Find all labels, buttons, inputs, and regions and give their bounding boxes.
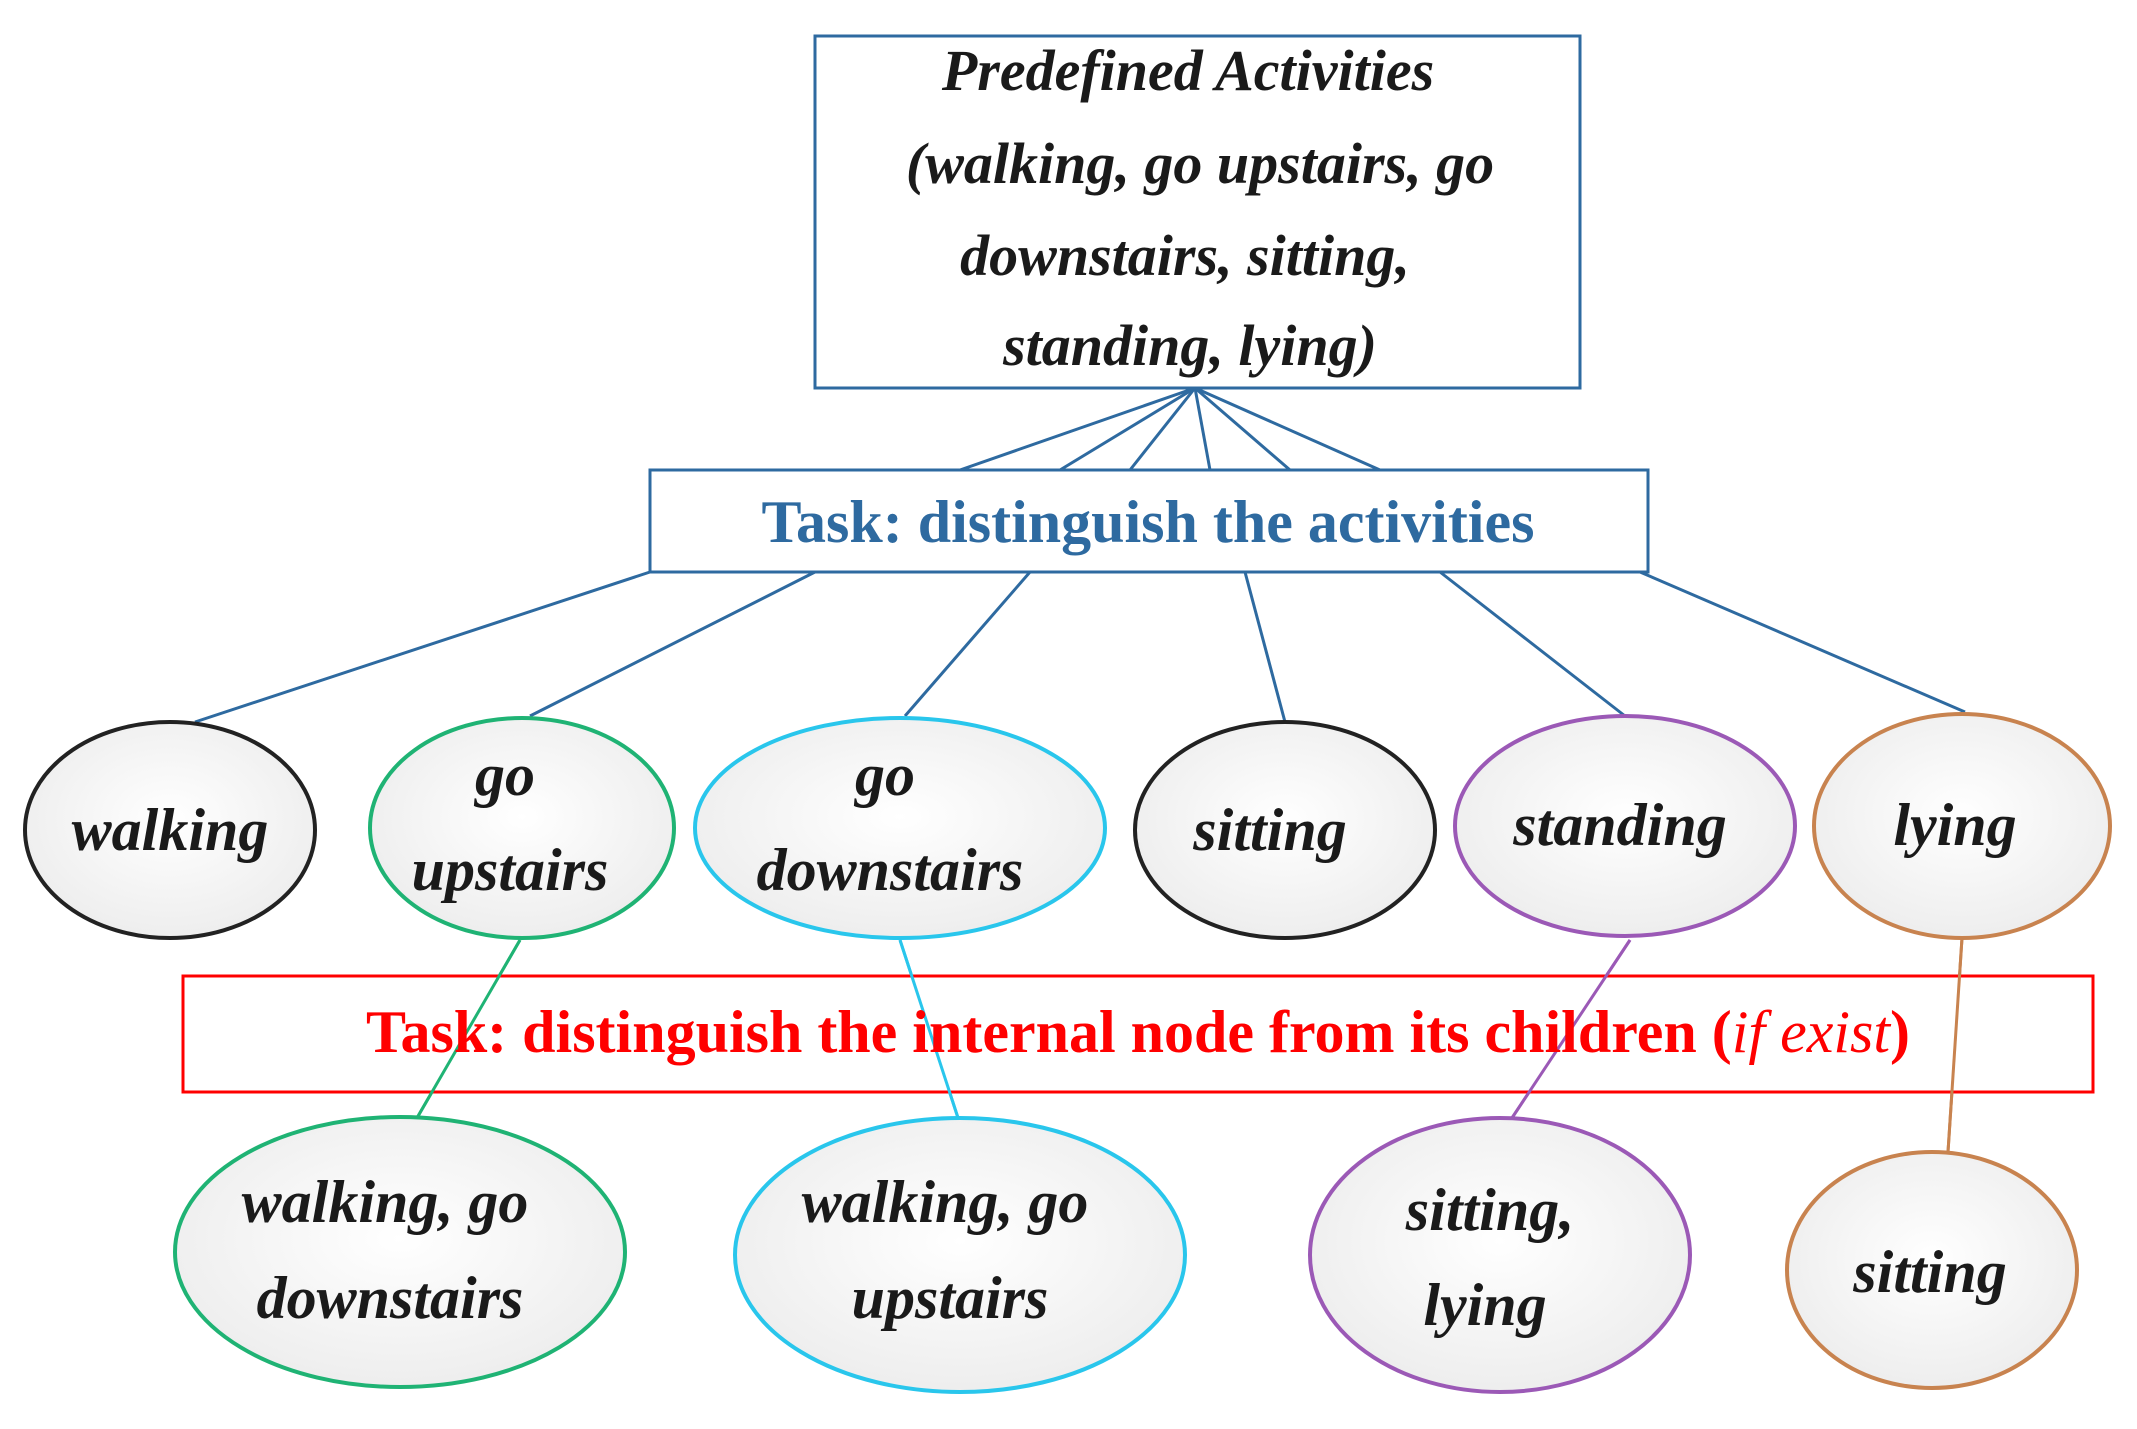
child-sitting-shape [1785, 1150, 2079, 1390]
root-box-frame [813, 34, 1582, 390]
child-nodes: walking, go downstairs walking, go upsta… [173, 1115, 2079, 1394]
child-walking-go-upstairs: walking, go upstairs [733, 1116, 1187, 1394]
connector-root-6 [1194, 386, 1381, 472]
activity-sitting-shape [1133, 720, 1437, 940]
child-sitting-lying: sitting, lying [1308, 1116, 1692, 1394]
task1-frame [648, 468, 1650, 574]
child-walking-go-upstairs-line-1: walking, go [802, 1169, 1089, 1235]
connector-task-upstairs [529, 570, 816, 718]
activity-lying-label: lying [1893, 792, 2016, 858]
activity-lying: lying [1812, 712, 2112, 940]
root-line-1: Predefined Activities [941, 38, 1434, 103]
connector-standing-child-overlay [1498, 939, 1632, 1137]
activity-sitting-label: sitting [1192, 797, 1346, 863]
task2-box: Task: distinguish the internal node from… [181, 937, 2095, 1153]
activity-go-upstairs-line-1: go [473, 742, 535, 808]
connector-root-4 [1193, 387, 1212, 471]
connector-task-standing [1439, 570, 1626, 718]
activity-standing: standing [1453, 714, 1797, 938]
activity-walking-shape [23, 720, 317, 940]
activity-walking: walking [23, 720, 317, 940]
child-sitting-lying-shape [1308, 1116, 1692, 1394]
activity-go-downstairs-line-1: go [853, 742, 915, 808]
root-box: Predefined Activities (walking, go upsta… [813, 34, 1582, 390]
connector-task-downstairs [903, 571, 1032, 717]
connector-lines [194, 386, 1966, 724]
connector-task-lying [1639, 570, 1966, 714]
activity-go-downstairs: go downstairs [693, 716, 1107, 940]
connector-upstairs-child-overlay [408, 939, 522, 1131]
connector-lying-child-overlay [1946, 937, 1964, 1153]
child-walking-go-downstairs: walking, go downstairs [173, 1115, 627, 1389]
task1-box: Task: distinguish the activities [648, 468, 1650, 574]
connector-task-walking [194, 570, 651, 724]
connector-task-sitting [1243, 571, 1287, 723]
connector-root-1 [959, 386, 1196, 472]
root-line-4: standing, lying) [1002, 313, 1377, 378]
activity-nodes: walking go upstairs go downstairs sittin… [23, 712, 2112, 940]
activity-walking-label: walking [72, 797, 269, 863]
activity-standing-label: standing [1512, 792, 1726, 858]
activity-go-downstairs-shape [693, 716, 1107, 940]
child-sitting-lying-line-2: lying [1423, 1272, 1546, 1338]
connector-root-2 [1059, 386, 1196, 472]
task2-label-italic: if exist [1732, 999, 1892, 1065]
task1-label: Task: distinguish the activities [762, 489, 1535, 555]
root-line-3: downstairs, sitting, [960, 223, 1410, 288]
activity-go-upstairs-line-2: upstairs [412, 837, 609, 903]
child-sitting-lying-line-1: sitting, [1405, 1177, 1574, 1243]
activity-go-upstairs: go upstairs [368, 716, 676, 940]
child-sitting: sitting [1785, 1150, 2079, 1390]
root-line-2: (walking, go upstairs, go [906, 131, 1494, 196]
child-walking-go-upstairs-shape [733, 1116, 1187, 1394]
connector-root-5 [1194, 386, 1291, 472]
task2-label: Task: distinguish the internal node from… [366, 999, 1910, 1065]
task2-label-main: Task: distinguish the internal node from… [366, 999, 1732, 1065]
child-walking-go-downstairs-line-2: downstairs [257, 1265, 524, 1331]
connector-downstairs-child-overlay [898, 939, 962, 1125]
child-walking-go-downstairs-line-1: walking, go [242, 1169, 529, 1235]
activity-go-downstairs-line-2: downstairs [757, 837, 1024, 903]
task2-label-end: ) [1890, 999, 1910, 1065]
child-walking-go-downstairs-shape [173, 1115, 627, 1389]
child-sitting-label: sitting [1852, 1239, 2006, 1305]
activity-standing-shape [1453, 714, 1797, 938]
activity-go-upstairs-shape [368, 716, 676, 940]
activity-sitting: sitting [1133, 720, 1437, 940]
child-walking-go-upstairs-line-2: upstairs [852, 1265, 1049, 1331]
task2-frame [181, 974, 2095, 1094]
connector-root-3 [1128, 387, 1197, 471]
